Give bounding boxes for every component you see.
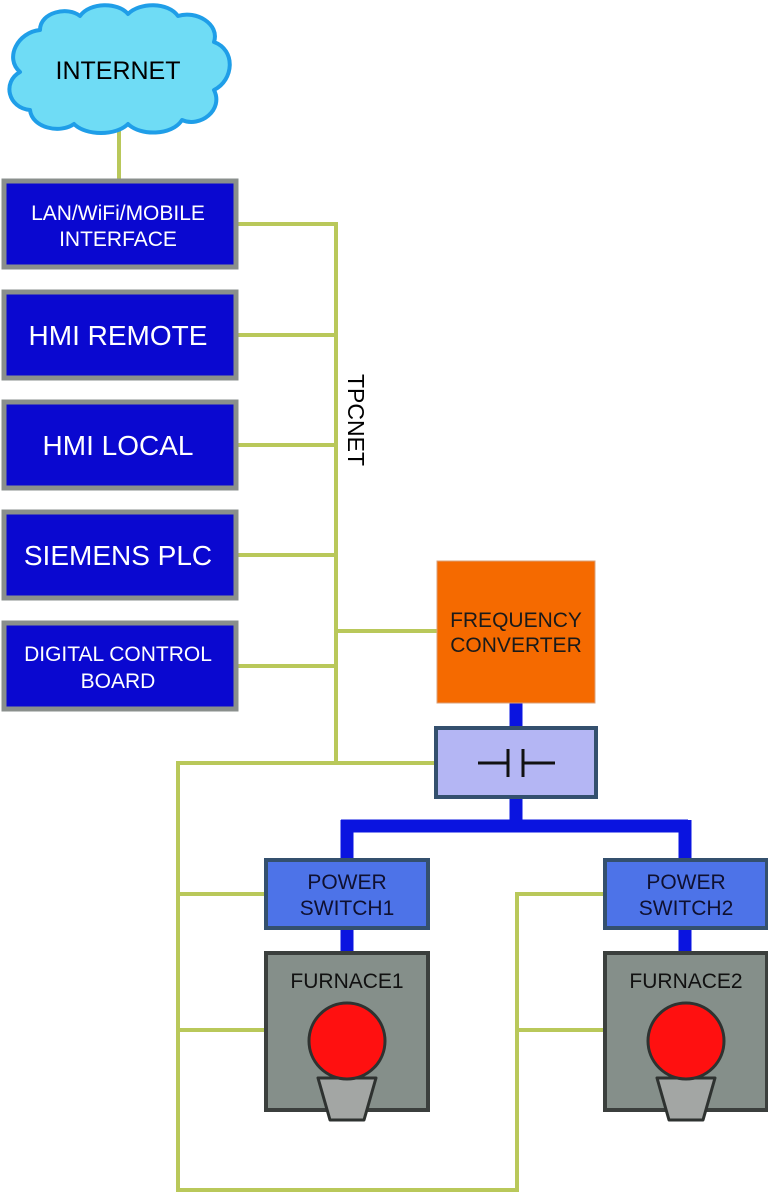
pour-nozzle-icon bbox=[316, 1076, 378, 1122]
module-hmi-remote: HMI REMOTE bbox=[1, 289, 239, 381]
switch-label-line2: SWITCH2 bbox=[639, 897, 734, 920]
module-label-line1: LAN/WiFi/MOBILE bbox=[31, 202, 205, 225]
network-lines bbox=[117, 128, 607, 1192]
power-switch-2: POWER SWITCH2 bbox=[603, 858, 768, 930]
module-box bbox=[1, 289, 239, 381]
switch-box bbox=[264, 858, 430, 930]
module-box bbox=[1, 620, 239, 712]
module-box bbox=[1, 399, 239, 491]
power-switch-1: POWER SWITCH1 bbox=[264, 858, 430, 930]
module-digital-control-board: DIGITAL CONTROL BOARD bbox=[1, 620, 239, 712]
module-label-line1: DIGITAL CONTROL bbox=[24, 643, 212, 666]
cloud-label: INTERNET bbox=[56, 57, 181, 85]
module-siemens-plc: SIEMENS PLC bbox=[1, 509, 239, 601]
cloud-icon bbox=[7, 3, 232, 135]
module-box bbox=[1, 178, 239, 270]
pour-nozzle-icon bbox=[655, 1076, 717, 1122]
capacitor bbox=[434, 726, 598, 799]
switch-label-line1: POWER bbox=[307, 871, 386, 894]
switch-label-line1: POWER bbox=[646, 871, 725, 894]
module-label: SIEMENS PLC bbox=[24, 540, 212, 571]
converter-label-line1: FREQUENCY bbox=[450, 609, 582, 632]
module-label: HMI LOCAL bbox=[43, 430, 194, 461]
bus-label: TPCNET bbox=[343, 374, 369, 466]
converter-label-line2: CONVERTER bbox=[450, 634, 581, 657]
module-box bbox=[1, 509, 239, 601]
power-lines bbox=[340, 703, 692, 953]
module-label-line2: BOARD bbox=[81, 670, 156, 693]
internet-cloud: INTERNET bbox=[7, 3, 232, 135]
module-lan-interface: LAN/WiFi/MOBILE INTERFACE bbox=[1, 178, 239, 270]
capacitor-box bbox=[434, 726, 598, 799]
module-label-line2: INTERFACE bbox=[59, 228, 177, 251]
switch-label-line2: SWITCH1 bbox=[300, 897, 395, 920]
capacitor-icon bbox=[478, 749, 555, 777]
module-label: HMI REMOTE bbox=[29, 320, 208, 351]
converter-box bbox=[436, 560, 596, 704]
switch-box bbox=[603, 858, 768, 930]
furnace-2: FURNACE2 bbox=[603, 951, 768, 1122]
left-loop bbox=[176, 761, 607, 1192]
module-hmi-local: HMI LOCAL bbox=[1, 399, 239, 491]
crucible-icon bbox=[307, 1001, 387, 1081]
crucible-icon bbox=[646, 1001, 726, 1081]
furnace-1: FURNACE1 bbox=[264, 951, 430, 1122]
furnace-label: FURNACE2 bbox=[629, 970, 742, 993]
furnace-label: FURNACE1 bbox=[290, 970, 403, 993]
frequency-converter: FREQUENCY CONVERTER bbox=[436, 560, 596, 704]
